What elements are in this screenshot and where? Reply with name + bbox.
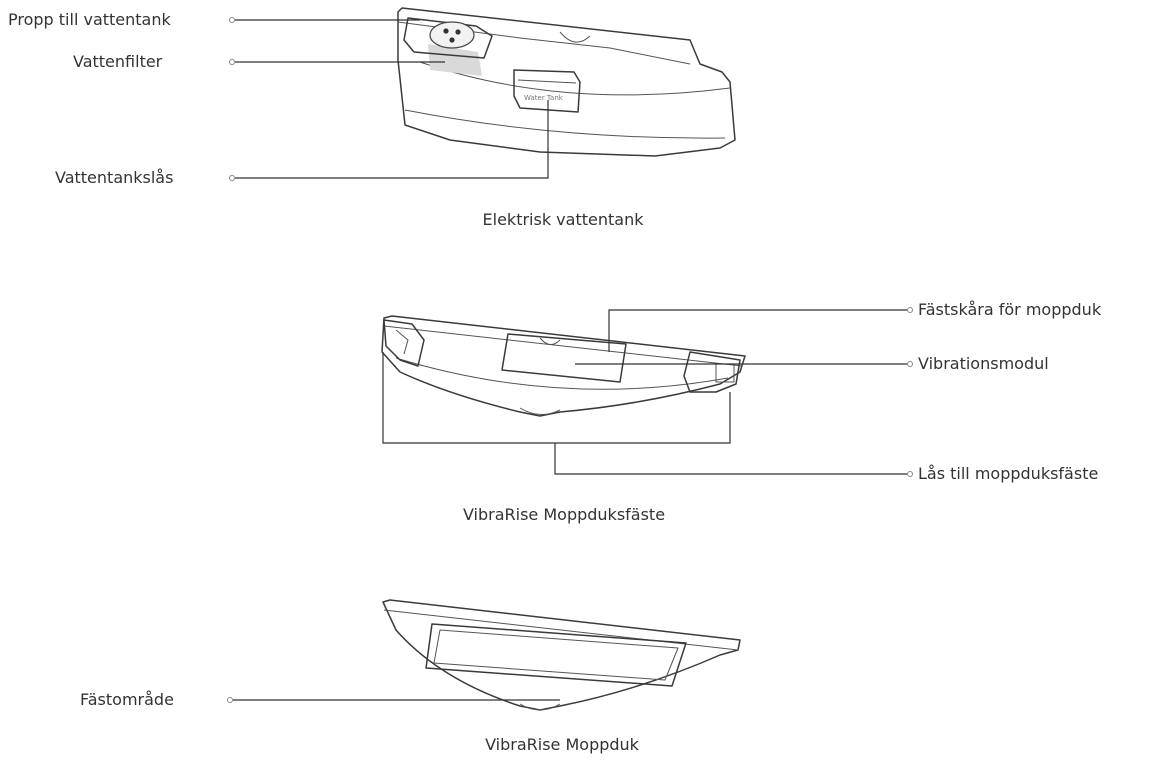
mop-cloth-leaders xyxy=(227,697,560,703)
caption-water-tank: Elektrisk vattentank xyxy=(483,210,645,229)
mop-attachment-area xyxy=(425,623,687,687)
mop-cloth-illustration xyxy=(382,599,741,711)
label-vibration-module: Vibrationsmodul xyxy=(918,354,1049,373)
label-water-tank-lock: Vattentankslås xyxy=(55,168,173,187)
water-tank-leaders xyxy=(229,17,549,181)
caption-mop-cloth: VibraRise Moppduk xyxy=(485,735,640,754)
label-attachment-area: Fästområde xyxy=(80,690,174,709)
water-filter-area xyxy=(428,44,482,76)
mop-mount-leaders xyxy=(382,307,913,477)
mop-mount-illustration xyxy=(381,315,746,417)
water-tank-illustration: Water Tank xyxy=(397,7,736,157)
water-tank-embossed-text: Water Tank xyxy=(524,94,564,102)
label-water-tank-stopper: Propp till vattentank xyxy=(8,10,172,29)
label-water-filter: Vattenfilter xyxy=(73,52,163,71)
stopper-icon xyxy=(429,21,475,49)
label-mop-mount-lock: Lås till moppduksfäste xyxy=(918,464,1098,483)
caption-mop-mount: VibraRise Moppduksfäste xyxy=(463,505,665,524)
vibration-module xyxy=(501,333,627,383)
label-mop-cloth-slot: Fästskåra för moppduk xyxy=(918,300,1102,319)
